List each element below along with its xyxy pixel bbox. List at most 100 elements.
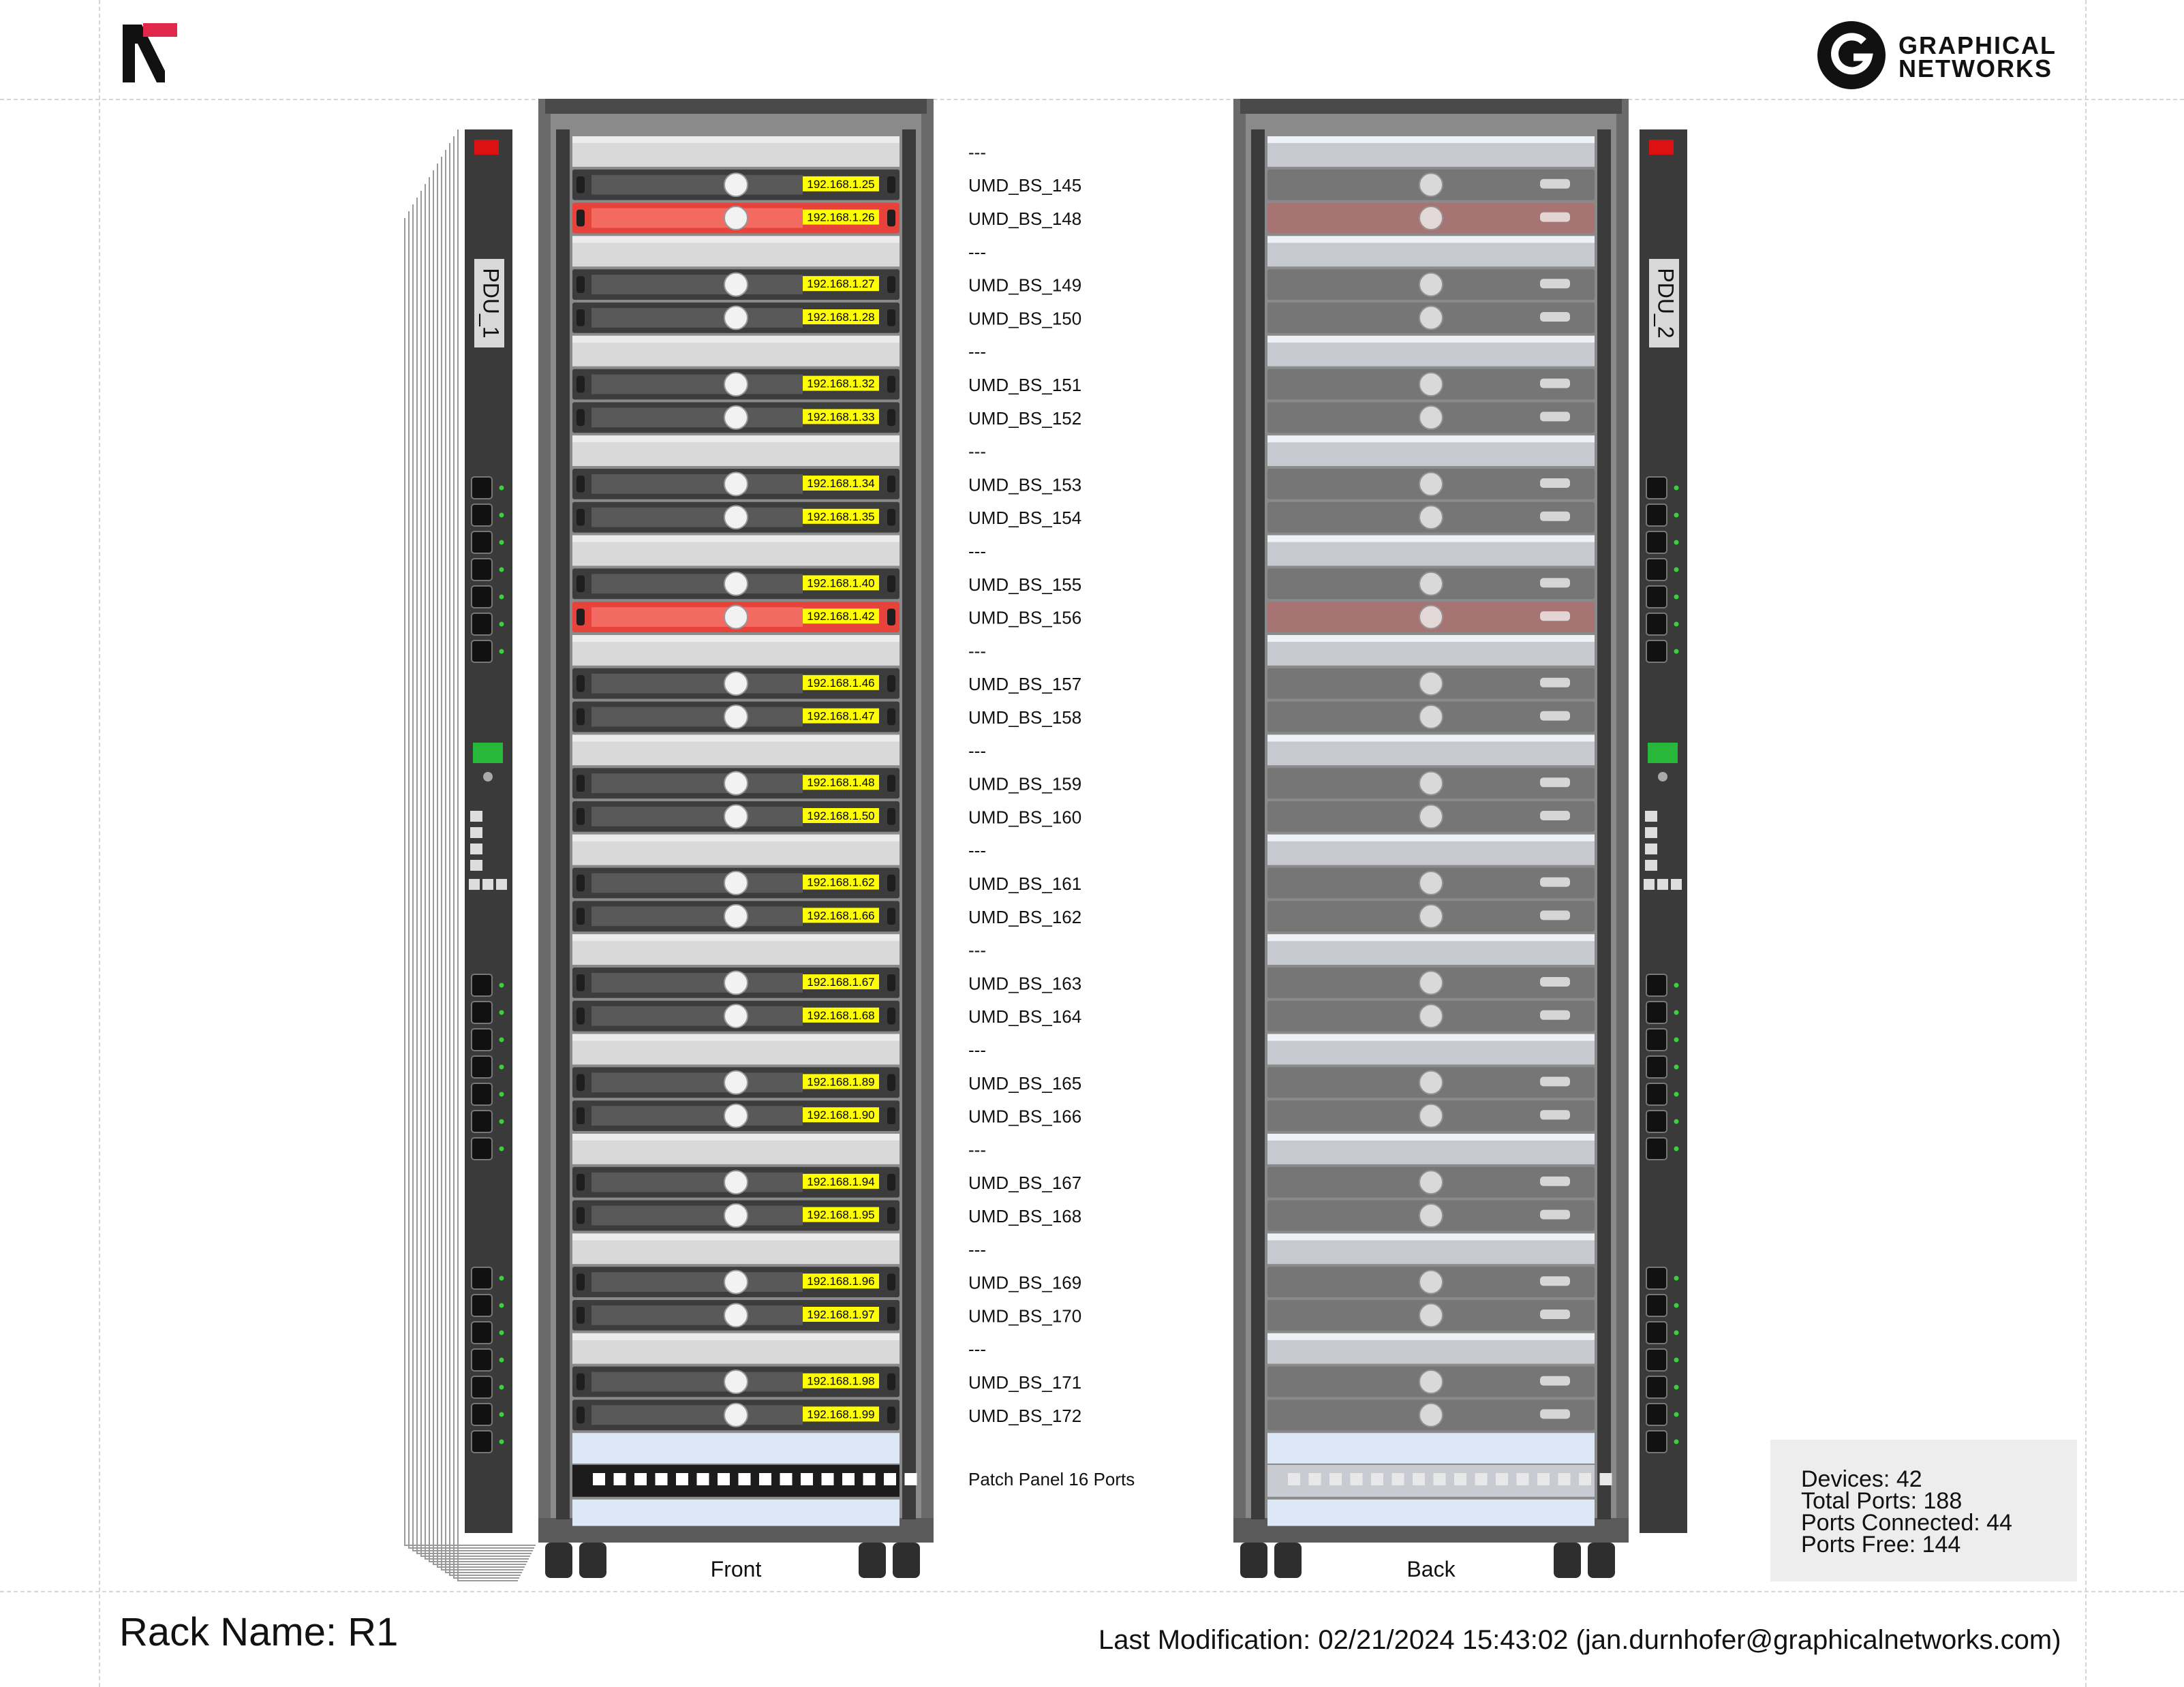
- pdu-outlet-led: [1674, 1439, 1679, 1444]
- blank-slot-label: ---: [968, 741, 986, 761]
- pdu-network-port: [470, 811, 482, 822]
- pdu-rj45-port: [482, 879, 493, 890]
- server-power-button-icon: [724, 1402, 748, 1427]
- brand-name-line1: GRAPHICAL: [1898, 31, 2057, 59]
- front-rail-right: [902, 129, 916, 1519]
- server-handle-right: [887, 908, 895, 925]
- device-label: UMD_BS_169: [968, 1273, 1081, 1293]
- server-power-button-icon: [1419, 1303, 1443, 1328]
- server-ip-label: 192.168.1.66: [807, 909, 874, 922]
- server-vent: [591, 208, 803, 228]
- pdu-outlet-led: [499, 649, 504, 654]
- pdu-outlet-led: [499, 1384, 504, 1390]
- last-modification: Last Modification: 02/21/2024 15:43:02 (…: [1098, 1625, 2061, 1655]
- front-rack-foot-left: [545, 1543, 572, 1578]
- blank-panel-highlight: [1267, 435, 1595, 443]
- server-rear-psu: [1540, 212, 1570, 222]
- pdu-status-light: [1649, 140, 1674, 155]
- server-ip-label: 192.168.1.99: [807, 1408, 874, 1421]
- server-ip-label: 192.168.1.33: [807, 410, 874, 423]
- power-cable: [449, 143, 521, 1576]
- pdu-display: [1648, 743, 1678, 763]
- power-cable: [445, 150, 522, 1573]
- server-ip-badge: [803, 375, 879, 391]
- pdu-outlet: [471, 1055, 493, 1079]
- pdu-outlet: [471, 1110, 493, 1133]
- pdu-outlet: [1646, 558, 1667, 581]
- patch-panel-port: [780, 1473, 793, 1485]
- pdu-outlet-led: [499, 1303, 504, 1308]
- blank-panel-highlight: [1267, 335, 1595, 343]
- server-handle-right: [887, 409, 895, 427]
- brand-name-line2: NETWORKS: [1898, 55, 2052, 82]
- patch-panel-port: [634, 1473, 647, 1485]
- server-ip-label: 192.168.1.27: [807, 277, 874, 290]
- blank-panel-highlight: [572, 1233, 899, 1241]
- top-guide-line: [0, 99, 2184, 100]
- pdu-outlet: [471, 613, 493, 636]
- server-power-button-icon: [724, 505, 748, 530]
- server-handle-right: [887, 1007, 895, 1025]
- server-ip-label: 192.168.1.68: [807, 1009, 874, 1022]
- device-label: UMD_BS_150: [968, 308, 1081, 328]
- pdu-outlet: [1646, 1001, 1667, 1024]
- server-power-button-icon: [1419, 1103, 1443, 1128]
- server-handle-left: [576, 508, 585, 526]
- patch-panel-blank-top: [572, 1433, 899, 1464]
- server-power-button-icon: [1419, 206, 1443, 230]
- pdu-outlet-led: [1674, 1303, 1679, 1308]
- server-handle-right: [887, 874, 895, 892]
- pdu-outlet-led: [499, 1357, 504, 1363]
- front-rack-view: 192.168.1.25192.168.1.26192.168.1.27192.…: [538, 99, 934, 1581]
- server-vent: [591, 174, 803, 195]
- server-vent: [591, 574, 803, 594]
- blank-panel-highlight: [572, 435, 899, 443]
- blank-slot-label: ---: [968, 142, 986, 162]
- power-cable: [453, 136, 519, 1579]
- server-power-button-icon: [724, 671, 748, 696]
- server-handle-left: [576, 1406, 585, 1424]
- server-vent: [591, 1172, 803, 1192]
- server-power-button-icon: [1419, 172, 1443, 198]
- server-power-button-icon: [1419, 804, 1443, 829]
- server-ip-label: 192.168.1.96: [807, 1275, 874, 1288]
- front-rail-left: [556, 129, 570, 1519]
- pdu-network-port: [1645, 827, 1657, 838]
- pdu-outlet-led: [1674, 982, 1679, 988]
- server-ip-label: 192.168.1.25: [807, 178, 874, 191]
- blank-slot-label: ---: [968, 541, 986, 561]
- pdu-outlet: [1646, 1028, 1667, 1051]
- server-power-button-icon: [1419, 405, 1443, 430]
- blank-panel-highlight: [1267, 535, 1595, 542]
- server-handle-left: [576, 575, 585, 593]
- pdu-outlet: [1646, 1110, 1667, 1133]
- pdu-outlet-led: [499, 1010, 504, 1015]
- pdu-outlet: [1646, 613, 1667, 636]
- server-rear-psu: [1540, 877, 1570, 887]
- server-handle-left: [576, 874, 585, 892]
- server-power-button-icon: [1419, 903, 1443, 929]
- pdu-rj45-port: [469, 879, 480, 890]
- power-cable: [441, 157, 523, 1570]
- app-logo-icon: [123, 23, 177, 82]
- server-power-button-icon: [724, 705, 748, 729]
- blank-panel-highlight: [1267, 1333, 1595, 1340]
- server-power-button-icon: [1419, 305, 1443, 330]
- pdu-outlet: [471, 1137, 493, 1160]
- device-label: UMD_BS_154: [968, 508, 1081, 528]
- device-labels: ---UMD_BS_145UMD_BS_148---UMD_BS_149UMD_…: [968, 142, 1135, 1489]
- server-vent: [591, 308, 803, 328]
- server-power-button-icon: [724, 405, 748, 430]
- blank-panel-highlight: [1267, 734, 1595, 742]
- power-cable: [408, 211, 534, 1549]
- pdu-outlet: [471, 1028, 493, 1051]
- device-label: UMD_BS_163: [968, 973, 1081, 993]
- pdu-outlet: [471, 531, 493, 554]
- server-ip-label: 192.168.1.97: [807, 1308, 874, 1321]
- left-guide-line: [99, 0, 100, 1687]
- pdu-outlet: [1646, 640, 1667, 663]
- server-ip-badge: [803, 808, 879, 823]
- server-handle-right: [887, 1373, 895, 1391]
- pdu-outlet-led: [499, 1439, 504, 1444]
- server-ip-label: 192.168.1.94: [807, 1175, 874, 1188]
